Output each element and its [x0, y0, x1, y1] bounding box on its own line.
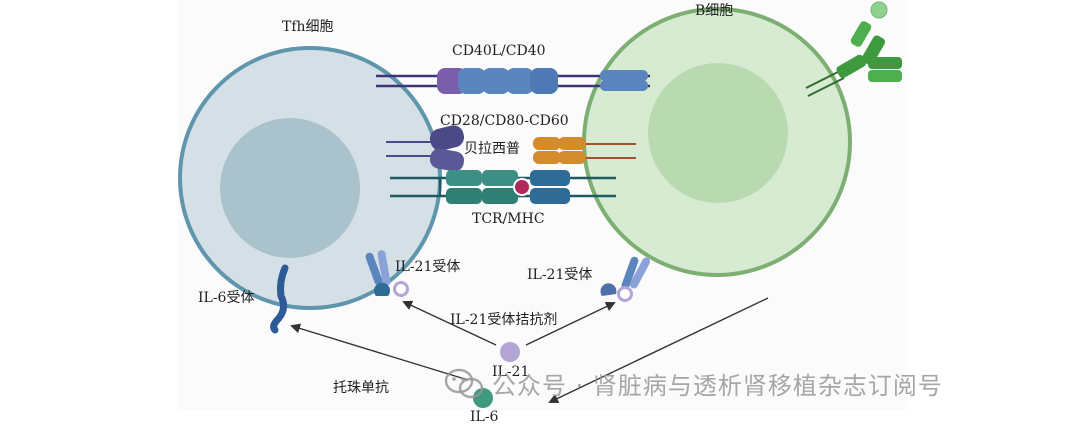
cd40l-cd40-complex — [376, 68, 650, 94]
tocilizumab-label: 托珠单抗 — [333, 380, 389, 396]
wechat-icon — [444, 368, 484, 398]
il6-receptor-label: IL-6受体 — [198, 290, 255, 306]
tfh-nucleus — [220, 118, 360, 258]
il6-receptor — [270, 264, 289, 334]
cd28-receptor — [386, 125, 465, 172]
tcr-mhc-label: TCR/MHC — [472, 211, 545, 227]
il21-receptor-right — [600, 256, 651, 302]
arrow-b-to-il6 — [548, 297, 769, 404]
il21-receptor-left — [365, 250, 409, 297]
il21-antagonist-label: IL-21受体拮抗剂 — [450, 312, 558, 328]
tfh-cell-label: Tfh细胞 — [282, 19, 334, 35]
tcr-mhc-complex — [390, 170, 616, 204]
cd28-cd80-label: CD28/CD80-CD60 — [440, 113, 569, 129]
il21-receptor-left-label: IL-21受体 — [395, 259, 461, 275]
belatacept-cd80-cd86 — [533, 137, 636, 164]
il21-receptor-right-label: IL-21受体 — [527, 267, 593, 283]
watermark-text: 公众号 · 肾脏病与透析肾移植杂志订阅号 — [492, 372, 943, 400]
b-cell — [582, 7, 852, 277]
arrows — [290, 297, 769, 404]
arrow-il21-to-b — [525, 301, 616, 346]
il21-ligand — [500, 342, 520, 362]
peptide-antigen — [513, 178, 531, 196]
bcr-antibody — [805, 1, 902, 97]
arrow-il21-to-tfh — [402, 300, 497, 346]
il21-label: IL-21 — [492, 364, 530, 380]
belatacept-label: 贝拉西普 — [464, 141, 520, 157]
arrow-il6-to-receptor — [290, 323, 469, 381]
watermark: 公众号 · 肾脏病与透析肾移植杂志订阅号 — [444, 366, 943, 401]
il6-label: IL-6 — [470, 409, 499, 425]
cd40l-cd40-label: CD40L/CD40 — [452, 43, 546, 59]
b-nucleus — [648, 63, 788, 203]
b-cell-label: B细胞 — [695, 3, 734, 19]
